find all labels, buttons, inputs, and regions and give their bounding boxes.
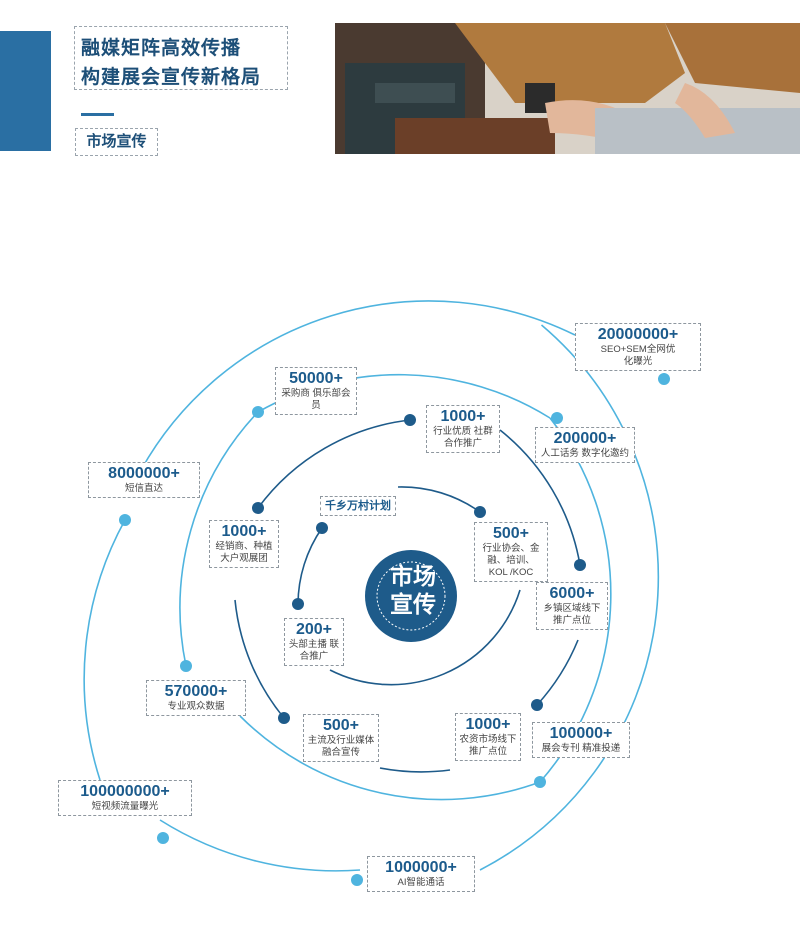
label-number: 100000+ xyxy=(549,725,613,742)
title-line-2: 构建展会宣传新格局 xyxy=(81,67,262,88)
accent-divider xyxy=(81,113,114,116)
label-desc: 主流及行业媒体融合宣传 xyxy=(307,735,375,758)
inner-ring-arc-left xyxy=(297,527,323,605)
label-ring3-570000: 570000+ 专业观众数据 xyxy=(146,680,246,716)
label-number: 20000000+ xyxy=(597,326,679,343)
label-desc: 乡镇区域线下推广点位 xyxy=(543,603,601,626)
node-outer-2 xyxy=(119,514,131,526)
node-ring3-4 xyxy=(534,776,546,788)
label-outer-1000000: 1000000+ AI智能通话 xyxy=(367,856,475,892)
label-inner-500: 500+ 行业协会、金融、培训、KOL /KOC xyxy=(474,522,548,582)
title-box: 融媒矩阵高效传播 构建展会宣传新格局 xyxy=(74,26,288,90)
label-number: 500+ xyxy=(492,525,530,542)
label-desc: 专业观众数据 xyxy=(167,701,225,712)
node-ring2-3 xyxy=(574,559,586,571)
label-ring3-50000: 50000+ 采购商 俱乐部会员 xyxy=(275,367,357,415)
center-inner-ring xyxy=(376,561,446,631)
ring3-arc-bottom xyxy=(239,715,541,801)
label-desc: AI智能通话 xyxy=(397,877,445,888)
label-desc: 短信直达 xyxy=(124,483,163,494)
outer-ring-arc-right xyxy=(479,324,660,871)
side-accent-bar xyxy=(0,31,51,151)
plan-label: 千乡万村计划 xyxy=(320,496,396,516)
label-number: 1000+ xyxy=(440,408,486,425)
node-ring3-1 xyxy=(252,406,264,418)
label-ring2-1000-dealers: 1000+ 经销商、种植大户观展团 xyxy=(209,520,279,568)
node-outer-3 xyxy=(157,832,169,844)
label-ring3-100000: 100000+ 展会专刊 精准投递 xyxy=(532,722,630,758)
label-inner-200: 200+ 头部主播 联合推广 xyxy=(284,618,344,666)
node-ring3-3 xyxy=(180,660,192,672)
label-outer-100000000: 100000000+ 短视频流量曝光 xyxy=(58,780,192,816)
label-desc: 展会专刊 精准投递 xyxy=(541,743,621,754)
outer-ring-arc-left xyxy=(159,819,361,872)
label-number: 200+ xyxy=(295,621,333,638)
label-ring2-1000-community: 1000+ 行业优质 社群合作推广 xyxy=(426,405,500,453)
label-desc: 经销商、种植大户观展团 xyxy=(215,541,273,564)
ring2-arc-bottom xyxy=(379,767,451,773)
label-number: 6000+ xyxy=(549,585,595,602)
label-number: 500+ xyxy=(322,717,360,734)
section-tag: 市场宣传 xyxy=(75,128,158,156)
label-desc: 头部主播 联合推广 xyxy=(288,639,340,662)
node-outer-4 xyxy=(351,874,363,886)
node-ring2-1 xyxy=(404,414,416,426)
label-desc: 人工话务 数字化邀约 xyxy=(540,448,630,459)
node-ring3-2 xyxy=(551,412,563,424)
outer-ring-arc-left-mid xyxy=(83,519,126,781)
ring2-arc-right-low xyxy=(536,639,579,706)
label-outer-8000000: 8000000+ 短信直达 xyxy=(88,462,200,498)
label-number: 50000+ xyxy=(289,370,343,387)
label-desc: 短视频流量曝光 xyxy=(91,801,159,812)
center-label-line2: 宣传 xyxy=(390,591,436,617)
label-number: 1000000+ xyxy=(385,859,457,876)
center-label-line1: 市场 xyxy=(390,563,436,589)
outer-ring-arc-top xyxy=(140,300,576,471)
ring2-arc xyxy=(257,419,411,509)
node-ring2-2 xyxy=(252,502,264,514)
label-desc: 农资市场线下推广点位 xyxy=(459,734,517,757)
node-inner-3 xyxy=(292,598,304,610)
label-number: 570000+ xyxy=(164,683,228,700)
label-number: 1000+ xyxy=(221,523,267,540)
label-desc: 采购商 俱乐部会员 xyxy=(281,388,351,411)
laptop-typing-photo xyxy=(335,23,800,154)
center-circle xyxy=(365,550,457,642)
node-ring2-5 xyxy=(278,712,290,724)
inner-ring-arc-right xyxy=(329,589,521,686)
node-inner-1 xyxy=(316,522,328,534)
label-ring3-200000: 200000+ 人工话务 数字化邀约 xyxy=(535,427,635,463)
label-desc: 行业协会、金融、培训、KOL /KOC xyxy=(482,543,540,578)
ring2-arc-right xyxy=(499,429,581,566)
label-ring2-500-media: 500+ 主流及行业媒体融合宣传 xyxy=(303,714,379,762)
label-ring2-6000: 6000+ 乡镇区域线下推广点位 xyxy=(536,582,608,630)
label-number: 8000000+ xyxy=(108,465,180,482)
label-outer-20000000: 20000000+ SEO+SEM全网优化曝光 xyxy=(575,323,701,371)
label-number: 100000000+ xyxy=(80,783,170,800)
center-label: 市场 宣传 xyxy=(369,562,457,618)
ring2-arc-left xyxy=(234,599,285,719)
node-inner-2 xyxy=(474,506,486,518)
inner-ring-arc xyxy=(397,486,481,513)
label-inner-1000: 1000+ 农资市场线下推广点位 xyxy=(455,713,521,761)
label-desc: 行业优质 社群合作推广 xyxy=(433,426,493,449)
ring3-arc-left xyxy=(179,411,259,667)
label-desc: SEO+SEM全网优化曝光 xyxy=(600,344,676,367)
label-number: 1000+ xyxy=(465,716,511,733)
node-outer-1 xyxy=(658,373,670,385)
label-number: 200000+ xyxy=(553,430,617,447)
node-ring2-4 xyxy=(531,699,543,711)
title-line-1: 融媒矩阵高效传播 xyxy=(81,38,242,59)
